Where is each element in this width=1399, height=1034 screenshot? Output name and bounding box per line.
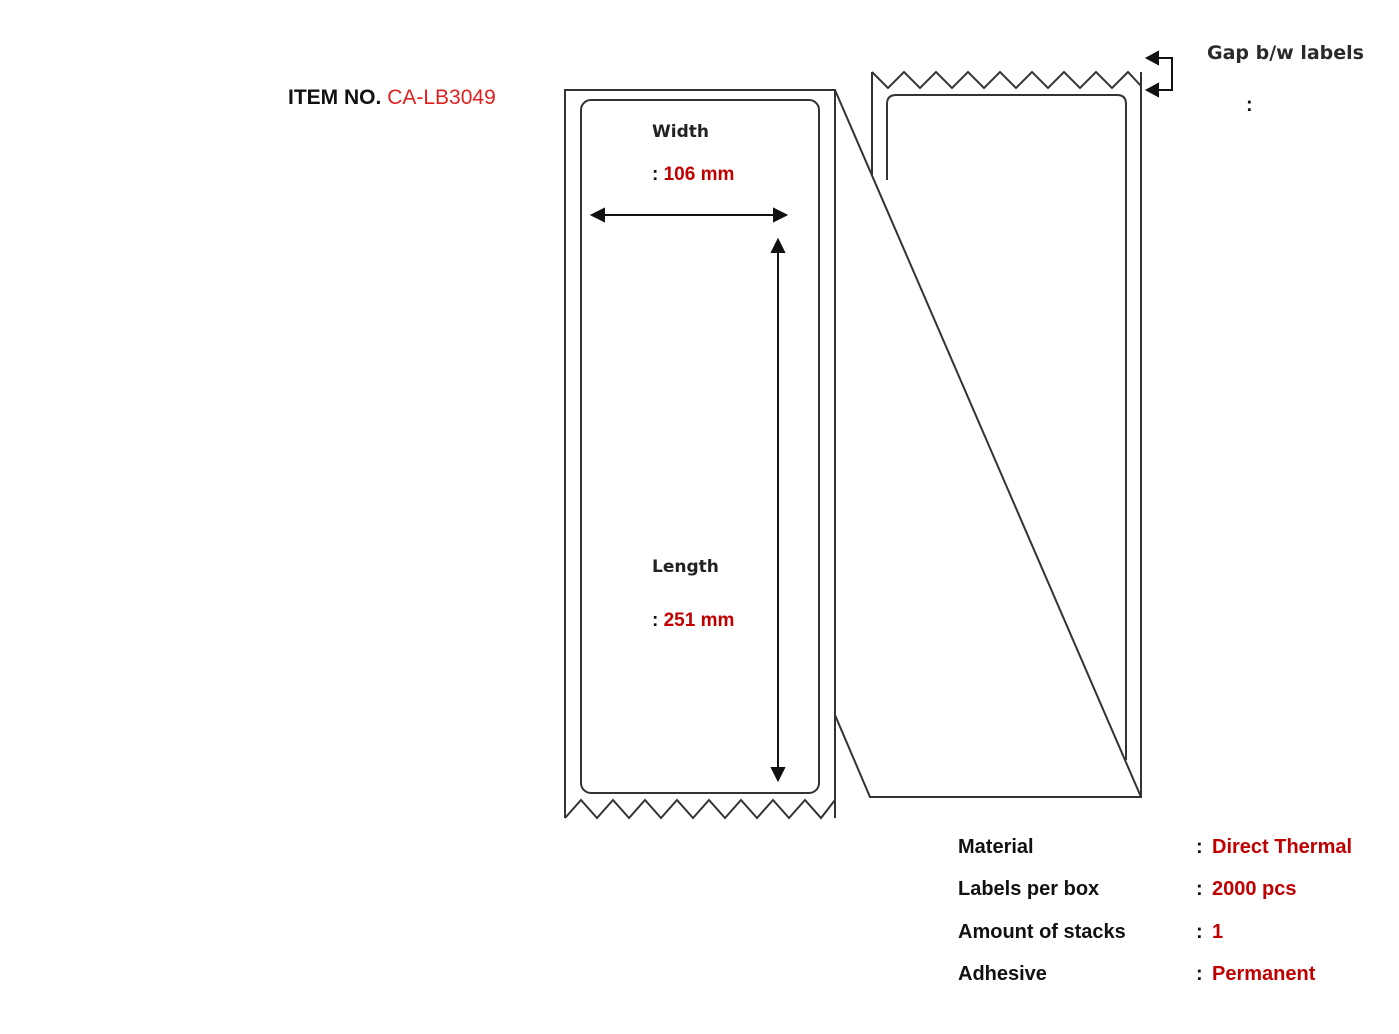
item-number-prefix: ITEM NO. xyxy=(288,86,382,109)
fold-line xyxy=(834,89,1142,798)
item-number: ITEM NO. CA-LB3049 xyxy=(288,86,496,110)
length-value: : 251 mm xyxy=(652,610,734,632)
spec-table: Material : Direct Thermal Labels per box… xyxy=(958,836,1352,1005)
width-value: : 106 mm xyxy=(652,164,734,186)
spec-value: 1 xyxy=(1212,920,1224,943)
spec-key: Labels per box xyxy=(958,878,1100,901)
width-label: Width xyxy=(652,122,709,142)
back-label xyxy=(886,94,1127,760)
spec-row-material: Material : Direct Thermal xyxy=(958,836,1352,878)
spec-key: Adhesive xyxy=(958,962,1047,985)
gap-colon: : xyxy=(1246,94,1253,116)
spec-colon: : xyxy=(1196,836,1203,858)
front-label xyxy=(580,99,820,794)
spec-value: 2000 pcs xyxy=(1212,878,1297,901)
spec-row-adhesive: Adhesive : Permanent xyxy=(958,963,1352,1005)
front-zigzag-edge xyxy=(564,797,836,820)
spec-colon: : xyxy=(1196,962,1203,985)
width-measure: 106 mm xyxy=(663,164,735,185)
gap-label: Gap b/w labels xyxy=(1207,42,1364,64)
spec-key: Material xyxy=(958,836,1034,858)
spec-key: Amount of stacks xyxy=(958,920,1126,943)
gap-value: : xyxy=(1246,94,1253,117)
back-stack-outline xyxy=(834,72,1142,798)
length-colon: : xyxy=(652,610,659,631)
spec-row-amount-of-stacks: Amount of stacks : 1 xyxy=(958,921,1352,963)
width-colon: : xyxy=(652,164,659,185)
spec-colon: : xyxy=(1196,878,1203,901)
front-liner-outline xyxy=(564,89,836,818)
spec-row-labels-per-box: Labels per box : 2000 pcs xyxy=(958,878,1352,920)
spec-value: Direct Thermal xyxy=(1212,836,1353,858)
spec-colon: : xyxy=(1196,920,1203,943)
length-label: Length xyxy=(652,557,719,577)
length-measure: 251 mm xyxy=(663,610,735,631)
back-zigzag-edge xyxy=(871,70,1142,90)
spec-value: Permanent xyxy=(1212,962,1316,985)
item-number-code: CA-LB3049 xyxy=(387,86,496,109)
